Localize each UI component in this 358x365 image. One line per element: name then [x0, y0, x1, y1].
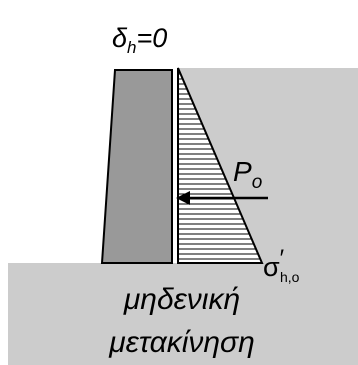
force-arrow-head	[176, 191, 190, 205]
displacement-label: δh=0	[112, 23, 167, 57]
caption-line-1: μηδενική	[123, 283, 240, 316]
retaining-wall	[100, 69, 173, 264]
foundation-soil	[8, 263, 358, 365]
force-label: Po	[233, 156, 262, 193]
pressure-diagram-outline	[177, 67, 264, 264]
caption-line-2: μετακίνηση	[108, 326, 255, 359]
stress-label: σ′	[263, 245, 285, 282]
stress-label-subscript: h,o	[280, 269, 300, 285]
pressure-diagram-hatching	[178, 73, 261, 260]
